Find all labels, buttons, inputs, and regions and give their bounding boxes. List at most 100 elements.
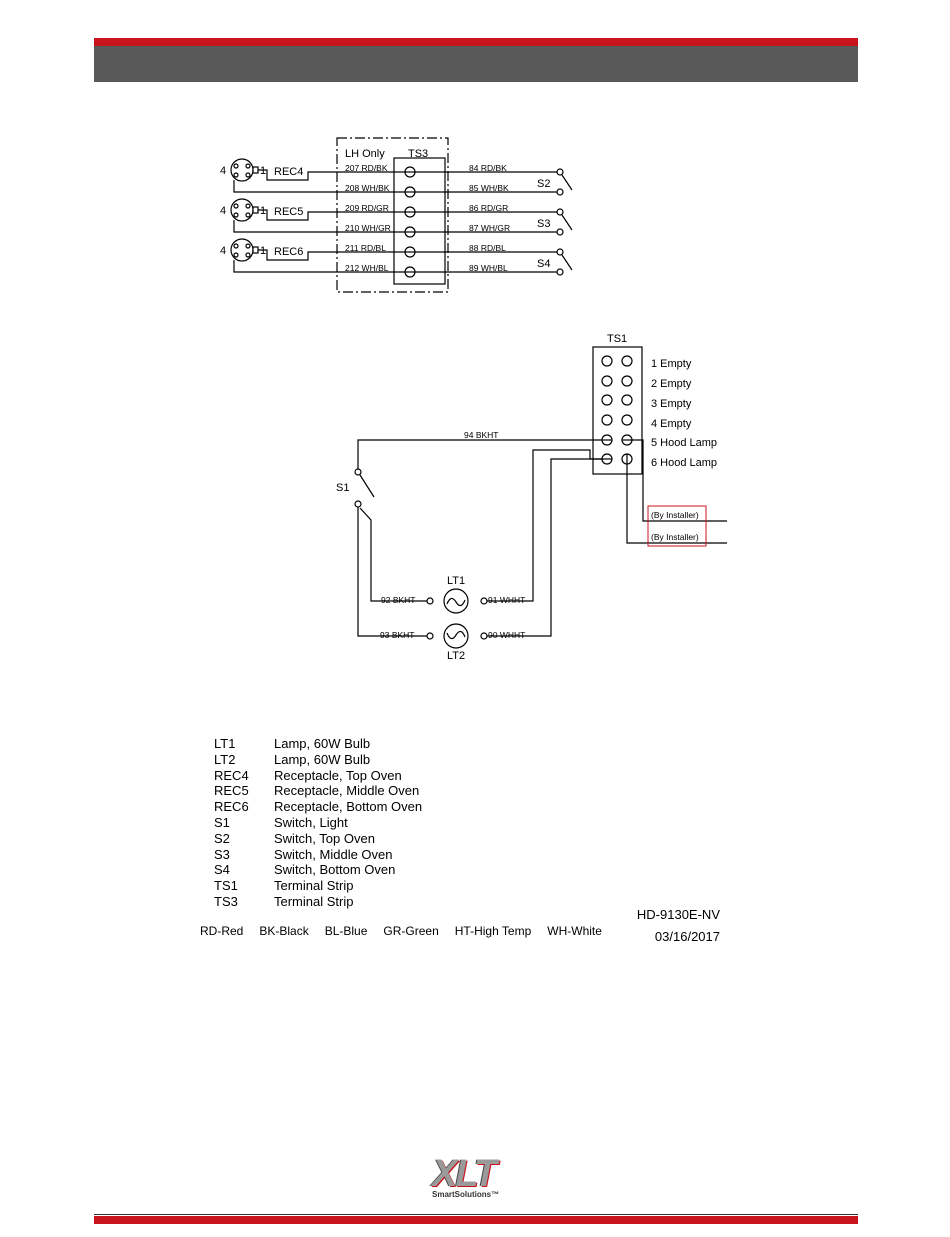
by-installer-label-2: (By Installer) — [651, 532, 699, 542]
receptacle-rec6 — [230, 238, 259, 262]
wire-label-92: 92 BKHT — [381, 595, 416, 605]
wire-label-91: 91 WHHT — [488, 595, 525, 605]
rec6-pin1: 1 — [260, 245, 266, 257]
legend-desc: Receptacle, Middle Oven — [274, 783, 420, 799]
ts1-terminal-3: 3 Empty — [651, 398, 692, 410]
header-grey-bar — [94, 46, 858, 82]
logo-wordmark: XLT — [432, 1153, 497, 1195]
rec4-pin1: 1 — [260, 165, 266, 177]
switch-s2 — [556, 168, 573, 196]
rec4-label: REC4 — [274, 166, 303, 178]
legend-code: LT2 — [214, 751, 236, 767]
receptacle-rec5 — [230, 198, 259, 222]
lamp-lt2 — [426, 623, 488, 649]
receptacle-rec4 — [230, 158, 259, 182]
legend-desc: Receptacle, Top Oven — [274, 767, 402, 783]
ts1-terminal-1: 1 Empty — [651, 358, 692, 370]
switch-s1 — [354, 468, 375, 508]
legend-row: REC6 Receptacle, Bottom Oven — [214, 799, 422, 815]
legend-desc: Receptacle, Bottom Oven — [274, 799, 423, 815]
wire-label-212: 212 WH/BL — [345, 263, 389, 273]
ts1-terminal-2: 2 Empty — [651, 378, 692, 390]
ts1-terminal-5: 5 Hood Lamp — [651, 437, 717, 449]
color-code: RD-Red — [200, 924, 244, 938]
legend-desc: Switch, Middle Oven — [274, 846, 393, 862]
lamp-circuit-wires — [357, 439, 727, 637]
rec5-pin4: 4 — [220, 205, 226, 217]
lh-only-boundary — [336, 137, 449, 293]
rec5-pin1: 1 — [260, 205, 266, 217]
legend-code: S4 — [214, 862, 230, 878]
lh-only-label: LH Only — [345, 148, 385, 160]
legend-code: TS1 — [214, 878, 238, 894]
wire-label-210: 210 WH/GR — [345, 223, 391, 233]
legend-code: LT1 — [214, 736, 236, 751]
legend-code: REC5 — [214, 783, 249, 799]
wire-label-207: 207 RD/BK — [345, 163, 388, 173]
s4-label: S4 — [537, 258, 550, 270]
legend-desc: Switch, Light — [274, 814, 348, 830]
rec-wires — [233, 169, 405, 273]
legend-row: S2 Switch, Top Oven — [214, 831, 422, 847]
wire-label-87: 87 WH/GR — [469, 223, 510, 233]
lamp-lt1 — [426, 588, 488, 614]
legend-row: S4 Switch, Bottom Oven — [214, 862, 422, 878]
legend-row: TS3 Terminal Strip — [214, 894, 422, 910]
wire-label-88: 88 RD/BL — [469, 243, 506, 253]
color-code: HT-High Temp — [454, 924, 532, 938]
legend-code: REC4 — [214, 767, 249, 783]
ts1-label: TS1 — [607, 333, 627, 345]
wire-label-211: 211 RD/BL — [345, 243, 386, 253]
ts1-terminals — [601, 355, 633, 465]
legend-row: REC5 Receptacle, Middle Oven — [214, 783, 422, 799]
legend-desc: Terminal Strip — [274, 893, 354, 909]
legend-desc: Terminal Strip — [274, 878, 354, 894]
legend-code: S2 — [214, 830, 230, 846]
document-id: HD-9130E-NV — [636, 907, 720, 922]
color-code: BL-Blue — [324, 924, 368, 938]
s1-label: S1 — [336, 482, 349, 494]
color-code-key: RD-Red BK-Black BL-Blue GR-Green HT-High… — [200, 924, 602, 938]
xlt-logo: XLT SmartSolutions™ — [432, 1153, 524, 1200]
color-code: WH-White — [547, 924, 602, 938]
legend-desc: Switch, Bottom Oven — [274, 862, 396, 878]
wire-label-93: 93 BKHT — [380, 630, 415, 640]
installer-box — [647, 505, 707, 547]
legend-code: REC6 — [214, 799, 249, 815]
legend-row: LT2 Lamp, 60W Bulb — [214, 752, 422, 768]
legend-desc: Lamp, 60W Bulb — [274, 751, 371, 767]
lt1-label: LT1 — [447, 575, 465, 587]
color-code: GR-Green — [383, 924, 439, 938]
rec5-label: REC5 — [274, 206, 303, 218]
wire-label-90: 90 WHHT — [488, 630, 525, 640]
legend-row: TS1 Terminal Strip — [214, 878, 422, 894]
ts3-terminals — [404, 166, 416, 278]
wire-label-84: 84 RD/BK — [469, 163, 507, 173]
ts3-terminal-strip — [393, 157, 446, 285]
legend-row: LT1 Lamp, 60W Bulb — [214, 736, 422, 752]
by-installer-label-1: (By Installer) — [651, 510, 699, 520]
rec4-pin4: 4 — [220, 165, 226, 177]
wire-label-208: 208 WH/BK — [345, 183, 390, 193]
wire-label-86: 86 RD/GR — [469, 203, 508, 213]
legend-desc: Switch, Top Oven — [274, 830, 375, 846]
footer-divider — [94, 1214, 858, 1215]
ts3-label: TS3 — [408, 148, 428, 160]
wire-label-85: 85 WH/BK — [469, 183, 509, 193]
header-red-bar — [94, 38, 858, 46]
wire-label-94: 94 BKHT — [464, 430, 499, 440]
s2-label: S2 — [537, 178, 550, 190]
legend-desc: Lamp, 60W Bulb — [274, 736, 371, 751]
legend-code: TS3 — [214, 893, 238, 909]
switch-wires — [415, 171, 557, 273]
ts1-terminal-4: 4 Empty — [651, 418, 692, 430]
wire-label-89: 89 WH/BL — [469, 263, 508, 273]
switch-s4 — [556, 248, 573, 276]
rec6-pin4: 4 — [220, 245, 226, 257]
ts1-terminal-strip — [592, 346, 643, 475]
footer-red-bar — [94, 1216, 858, 1224]
